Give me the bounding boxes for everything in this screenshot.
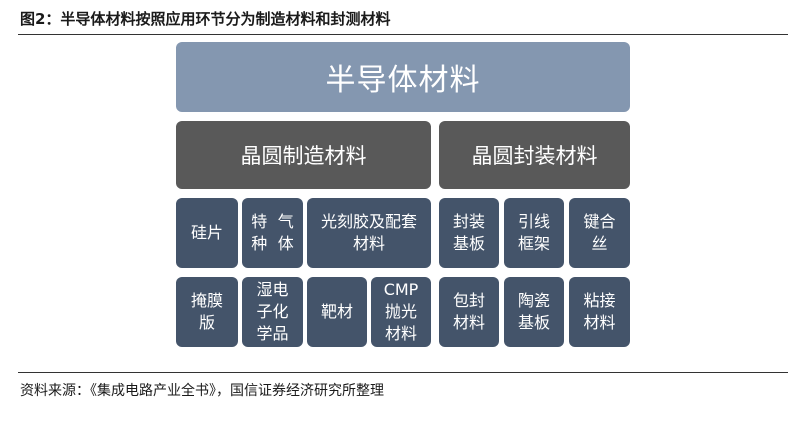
- leaf-line: 基板: [452, 234, 485, 253]
- branch-wafer-manufacturing: 晶圆制造材料: [176, 121, 431, 189]
- leaf-wet-chemicals: 湿电 子化 学品: [242, 277, 303, 347]
- leaf-line: 子化: [256, 302, 289, 321]
- leaf-line: 硅片: [190, 223, 223, 242]
- leaf-bonding-wire: 键合 丝: [569, 198, 630, 268]
- leaf-line: 键合: [583, 212, 616, 231]
- root-node: 半导体材料: [176, 42, 630, 112]
- leaf-line: 粘接: [583, 291, 616, 310]
- source-note: 资料来源：《集成电路产业全书》，国信证券经济研究所整理: [20, 383, 384, 399]
- leaf-photomask: 掩膜 版: [176, 277, 238, 347]
- leaf-package-substrate: 封装 基板: [439, 198, 499, 268]
- leaf-line: 气体: [277, 212, 294, 253]
- leaf-line: 材料: [384, 324, 417, 343]
- leaf-ceramic-substrate: 陶瓷 基板: [504, 277, 564, 347]
- branch-wafer-packaging: 晶圆封装材料: [439, 121, 630, 189]
- bottom-rule: [18, 372, 788, 373]
- leaf-line: 特种: [251, 212, 268, 253]
- leaf-line: 靶材: [320, 302, 353, 321]
- leaf-line: 光刻胶及配套: [320, 212, 417, 231]
- leaf-line: 抛光: [384, 302, 417, 321]
- leaf-line: 材料: [583, 313, 616, 332]
- leaf-specialty-gas: 特种 气体: [242, 198, 303, 268]
- leaf-adhesive: 粘接 材料: [569, 277, 630, 347]
- leaf-line: 材料: [452, 313, 485, 332]
- leaf-lead-frame: 引线 框架: [504, 198, 564, 268]
- leaf-line: 版: [198, 313, 215, 332]
- leaf-line: 基板: [517, 313, 550, 332]
- leaf-line: 学品: [256, 324, 289, 343]
- leaf-line: 框架: [517, 234, 550, 253]
- leaf-line: 包封: [452, 291, 485, 310]
- leaf-line: 封装: [452, 212, 485, 231]
- leaf-line: CMP: [383, 280, 419, 299]
- figure-caption: 图2：半导体材料按照应用环节分为制造材料和封测材料: [20, 10, 391, 28]
- leaf-line: 湿电: [256, 280, 289, 299]
- leaf-silicon-wafer: 硅片: [176, 198, 238, 268]
- leaf-photoresist: 光刻胶及配套 材料: [307, 198, 431, 268]
- top-rule: [18, 34, 788, 35]
- leaf-line: 引线: [517, 212, 550, 231]
- leaf-line: 丝: [591, 234, 608, 253]
- leaf-encapsulation: 包封 材料: [439, 277, 499, 347]
- leaf-cmp-materials: CMP 抛光 材料: [371, 277, 431, 347]
- leaf-line: 材料: [352, 234, 385, 253]
- leaf-line: 掩膜: [190, 291, 223, 310]
- leaf-sputtering-target: 靶材: [307, 277, 367, 347]
- leaf-line: 陶瓷: [517, 291, 550, 310]
